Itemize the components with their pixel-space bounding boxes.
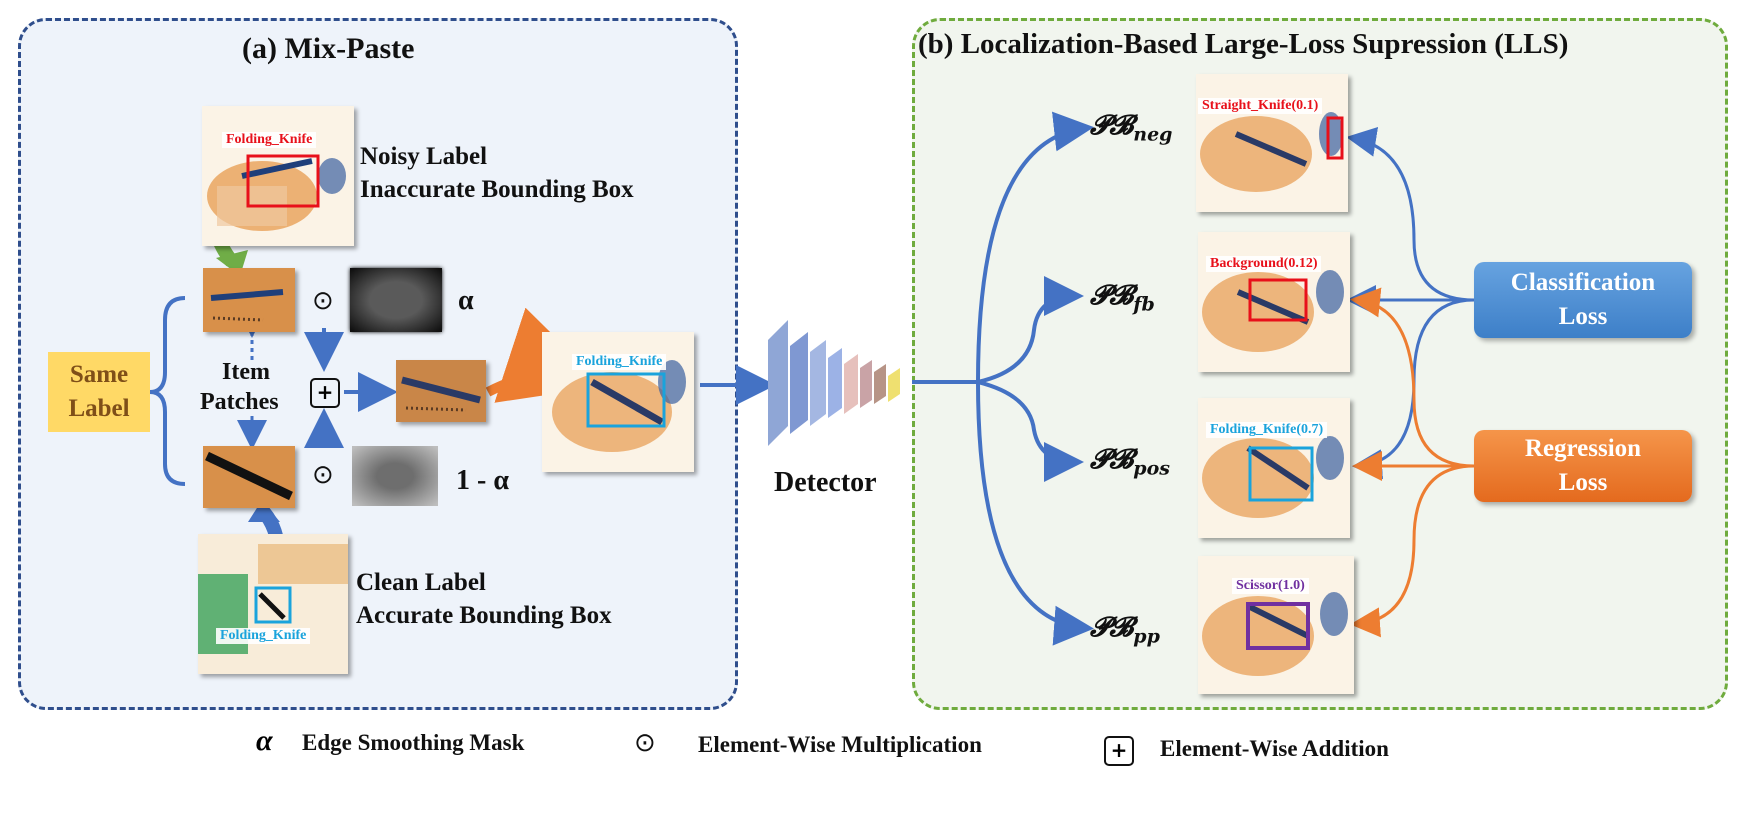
mixed-patch [396,360,486,422]
clean-label-tag: Folding_Knife [216,628,311,644]
odot-bottom: ⊙ [312,460,334,490]
noisy-label-xray-image [202,106,354,246]
noisy-label-line2: Inaccurate Bounding Box [360,176,634,203]
one-minus-alpha-label: 1 - α [456,465,509,496]
clean-label-xray-image [198,534,348,674]
lls-title: (b) Localization-Based Large-Loss Supres… [918,28,1569,60]
item-patches-line1: Item [222,359,270,385]
legend-odot-symbol: ⊙ [634,728,656,758]
noisy-item-patch [203,268,295,332]
pb-pp-image [1198,556,1354,694]
regression-loss-box: Regression Loss [1474,430,1692,502]
pb-neg-label: 𝓟𝓑neg [1090,110,1173,146]
clean-label-line2: Accurate Bounding Box [356,602,612,629]
classification-loss-line1: Classification [1510,269,1656,296]
alpha-mask-image [350,268,442,332]
legend-odot-text: Element-Wise Multiplication [698,732,982,757]
same-label-line1: Same [69,361,129,388]
clean-item-patch [203,446,295,508]
alpha-label: α [458,285,474,316]
pb-fb-image [1198,232,1350,372]
pb-pos-label: 𝓟𝓑pos [1090,444,1170,480]
pb-neg-image [1196,74,1348,212]
legend-alpha-text: Edge Smoothing Mask [302,730,525,755]
one-minus-alpha-mask-image [352,446,438,506]
pb-pp-label: 𝓟𝓑pp [1090,612,1160,648]
legend-plus-symbol: + [1104,736,1134,766]
pb-neg-tag: Straight_Knife(0.1) [1198,98,1323,114]
mixed-result-tag: Folding_Knife [572,354,667,370]
detector-network-icon [768,320,900,446]
mixed-result-image [542,332,694,472]
mix-paste-title: (a) Mix-Paste [242,32,415,65]
odot-top: ⊙ [312,286,334,316]
same-label-box: Same Label [48,352,150,432]
classification-loss-line2: Loss [1558,303,1608,330]
pb-pp-tag: Scissor(1.0) [1232,578,1309,594]
legend-alpha-symbol: α [256,724,273,757]
clean-label-line1: Clean Label [356,569,486,596]
regression-loss-line1: Regression [1524,435,1642,462]
noisy-label-tag: Folding_Knife [222,132,317,148]
same-label-line2: Label [68,395,130,422]
detector-label: Detector [774,467,877,498]
legend-plus-text: Element-Wise Addition [1160,736,1389,761]
classification-loss-box: Classification Loss [1474,262,1692,338]
same-label-brace [149,296,186,486]
noisy-label-line1: Noisy Label [360,143,488,170]
pb-fb-label: 𝓟𝓑fb [1090,280,1155,316]
regression-loss-line2: Loss [1558,469,1608,496]
item-patches-line2: Patches [200,389,279,415]
plus-operator: + [310,378,340,408]
pb-pos-image [1198,398,1350,538]
pb-fb-tag: Background(0.12) [1206,256,1322,272]
pb-pos-tag: Folding_Knife(0.7) [1206,422,1328,438]
